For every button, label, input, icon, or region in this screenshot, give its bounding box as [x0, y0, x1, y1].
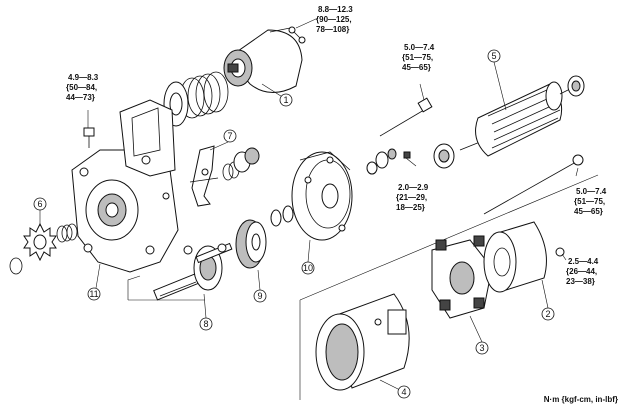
torque-label-through-bolt-lower: 5.0—7.4 {51—75, 45—65} [574, 187, 607, 216]
yoke [315, 293, 410, 391]
leader-7 [209, 141, 229, 151]
svg-text:{51—75,: {51—75, [574, 197, 605, 206]
svg-text:11: 11 [89, 289, 98, 299]
section-line-left [127, 275, 141, 300]
svg-text:{26—44,: {26—44, [566, 267, 597, 276]
svg-text:7: 7 [227, 131, 232, 141]
torque-label-brush-screw: 2.0—2.9 {21—29, 18—25} [396, 183, 429, 212]
svg-text:2.5—4.4: 2.5—4.4 [568, 257, 599, 266]
svg-text:5: 5 [491, 51, 496, 61]
through-bolt-lower [483, 154, 584, 215]
gear-housing-cover [291, 151, 353, 241]
svg-text:6: 6 [37, 199, 42, 209]
brush-spring-clip [366, 148, 411, 175]
svg-text:23—38}: 23—38} [566, 277, 595, 286]
leader-torque-6 [561, 253, 567, 261]
leader-4 [379, 379, 401, 391]
callout-5: 5 [487, 49, 501, 63]
svg-text:4.9—8.3: 4.9—8.3 [68, 73, 99, 82]
svg-text:{50—84,: {50—84, [66, 83, 97, 92]
armature [459, 75, 585, 157]
svg-text:18—25}: 18—25} [396, 203, 425, 212]
leader-1 [261, 83, 285, 99]
callout-10: 10 [301, 261, 315, 275]
svg-text:5.0—7.4: 5.0—7.4 [576, 187, 607, 196]
section-line-diagonal [299, 174, 599, 301]
svg-text:8: 8 [203, 319, 208, 329]
callout-9: 9 [253, 289, 267, 303]
svg-text:10: 10 [303, 263, 313, 273]
drive-lever [189, 145, 219, 207]
svg-text:78—108}: 78—108} [316, 25, 349, 34]
bearing-front [433, 143, 455, 169]
callout-3: 3 [475, 341, 489, 355]
brush-holder [431, 235, 493, 319]
svg-text:45—65}: 45—65} [574, 207, 603, 216]
pinion-spring [56, 223, 78, 243]
planetary-shaft [153, 242, 233, 301]
units-legend: N·m {kgf-cm, in-lbf} [544, 395, 618, 404]
svg-text:{51—75,: {51—75, [402, 53, 433, 62]
leader-torque-2 [419, 83, 425, 101]
torque-label-solenoid: 8.8—12.3 {90—125, 78—108} [316, 5, 353, 34]
through-bolt-upper [379, 97, 433, 137]
leader-2 [541, 279, 549, 309]
leader-11 [95, 263, 101, 289]
callout-2: 2 [541, 307, 555, 321]
svg-text:44—73}: 44—73} [66, 93, 95, 102]
callout-1: 1 [279, 93, 293, 107]
leader-9 [257, 269, 261, 291]
callout-4: 4 [397, 385, 411, 399]
callout-7: 7 [223, 129, 237, 143]
svg-text:9: 9 [257, 291, 262, 301]
leader-torque-5 [575, 167, 579, 177]
washers [270, 205, 294, 227]
solenoid-return-spring [163, 71, 229, 127]
svg-text:3: 3 [479, 343, 484, 353]
drive-housing-bolt [83, 110, 95, 148]
svg-text:1: 1 [283, 95, 288, 105]
leader-torque-4 [405, 157, 417, 167]
drive-end-housing [71, 99, 179, 273]
leader-10 [307, 239, 311, 263]
callout-11: 11 [87, 287, 101, 301]
torque-label-end-cover: 2.5—4.4 {26—44, 23—38} [566, 257, 599, 286]
svg-text:{21—29,: {21—29, [396, 193, 427, 202]
pinion-gear [23, 222, 57, 262]
stop-ring [9, 257, 23, 275]
solenoid-switch [223, 17, 319, 93]
svg-text:4: 4 [401, 387, 406, 397]
svg-text:2.0—2.9: 2.0—2.9 [398, 183, 429, 192]
svg-text:8.8—12.3: 8.8—12.3 [318, 5, 353, 14]
callout-8: 8 [199, 317, 213, 331]
svg-text:{90—125,: {90—125, [316, 15, 352, 24]
svg-text:5.0—7.4: 5.0—7.4 [404, 43, 435, 52]
leader-8 [203, 293, 207, 319]
torque-label-through-bolt-upper: 5.0—7.4 {51—75, 45—65} [402, 43, 435, 72]
callout-6: 6 [33, 197, 47, 211]
leader-3 [469, 315, 483, 343]
torque-label-housing-bolt: 4.9—8.3 {50—84, 44—73} [66, 73, 99, 102]
lever-spring-set [222, 147, 260, 181]
internal-gear [235, 219, 267, 269]
rear-end-cover [483, 221, 547, 293]
svg-text:2: 2 [545, 309, 550, 319]
svg-text:45—65}: 45—65} [402, 63, 431, 72]
leader-5 [493, 61, 507, 111]
